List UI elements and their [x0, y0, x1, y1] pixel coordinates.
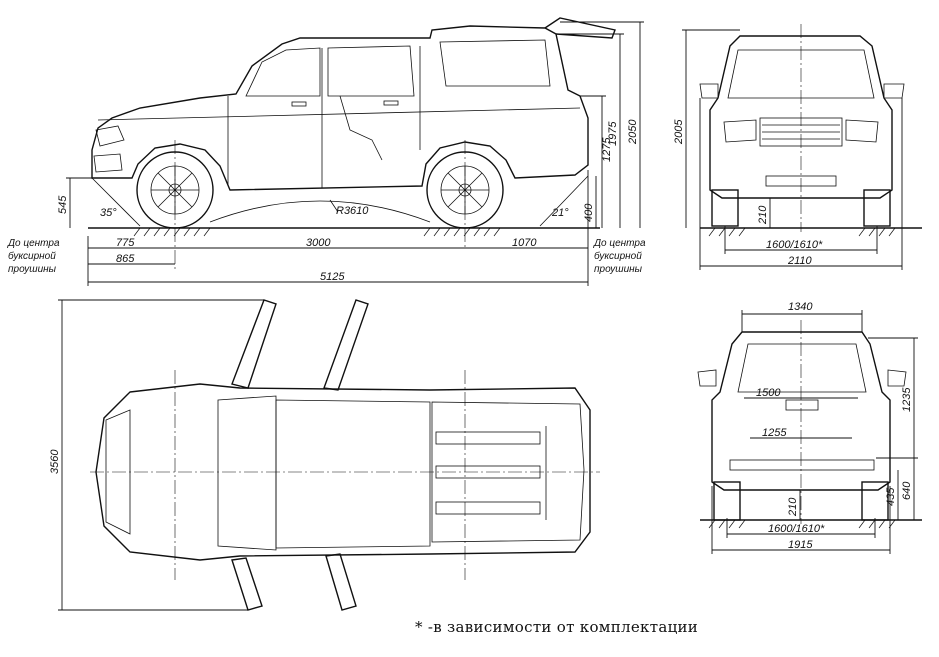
- dim-front-clearance: 210: [757, 205, 769, 225]
- front-door-window: [245, 47, 321, 97]
- radius-leader: [329, 199, 339, 213]
- side-headlight: [95, 125, 125, 147]
- dim-cargo-height: 1235: [901, 387, 913, 412]
- front-door-open-right: [231, 557, 263, 611]
- seat-sketch: [339, 95, 383, 161]
- breakover-arc: [209, 200, 431, 223]
- rear-body-outline: [711, 331, 891, 491]
- front-view: 2005 210 1600/1610* 2110: [673, 24, 922, 270]
- dim-rear-bumper-height: 400: [583, 203, 595, 222]
- configuration-footnote: * -в зависимости от комплектации: [415, 618, 699, 636]
- dim-rear-track: 1600/1610*: [768, 523, 825, 535]
- departure-line: [539, 175, 589, 227]
- rear-door-open-right: [325, 553, 357, 611]
- dim-cargo-width-lower: 1255: [762, 427, 787, 439]
- dim-turning-radius: R3610: [336, 205, 369, 217]
- dim-height-hardtop: 2050: [627, 119, 639, 145]
- dim-departure-angle: 21°: [551, 207, 569, 219]
- rear-left-tire: [713, 481, 741, 521]
- dim-hitch-height: 435: [885, 487, 897, 506]
- bed-rail-1: [435, 431, 541, 445]
- right-headlight: [845, 119, 879, 143]
- dim-front-width: 2110: [787, 255, 813, 267]
- windshield-top: [217, 395, 277, 551]
- dim-sill-height: 640: [901, 481, 913, 500]
- hardtop-window: [439, 39, 551, 87]
- dim-approach-angle: 35°: [100, 207, 117, 219]
- dim-rear-clearance: 210: [787, 497, 799, 517]
- tow-label-right-2: буксирной: [594, 250, 642, 262]
- rear-plate-area: [785, 399, 819, 411]
- dim-rear-width: 1915: [788, 539, 813, 551]
- dim-rear-top-width: 1340: [788, 301, 813, 313]
- rear-bumper: [729, 459, 875, 471]
- side-view: 775 3000 1070 865 5125 R3610 35° 21° До …: [7, 17, 646, 286]
- dim-overall-length: 5125: [320, 271, 345, 283]
- bed-rail-3: [435, 501, 541, 515]
- top-view: 3560: [49, 299, 600, 611]
- dim-front-bumper-height: 545: [57, 195, 69, 214]
- dim-front-overhang: 775: [116, 237, 135, 249]
- front-door-handle: [291, 101, 307, 107]
- left-headlight: [723, 119, 757, 143]
- front-left-tire: [711, 189, 739, 227]
- dim-cargo-width-upper: 1500: [756, 387, 781, 399]
- rear-door-window: [327, 45, 415, 97]
- left-mirror: [699, 83, 719, 99]
- tow-label-left-3: проушины: [8, 264, 57, 275]
- hood-front: [105, 409, 131, 535]
- approach-line: [91, 177, 141, 227]
- rear-door-handle: [383, 100, 399, 106]
- hardtop-liftgate: [544, 17, 616, 39]
- right-mirror: [883, 83, 905, 99]
- dim-front-track: 1600/1610*: [766, 239, 823, 251]
- rear-right-mirror: [887, 369, 907, 387]
- side-foglight: [93, 153, 123, 173]
- side-ground-hatch: [133, 227, 501, 237]
- front-ground-hatch: [708, 227, 896, 237]
- rear-door-open-left: [323, 299, 369, 391]
- front-right-tire: [863, 189, 891, 227]
- cabin-roof: [275, 399, 431, 549]
- dim-tow-offset: 865: [116, 253, 135, 265]
- dim-rear-overhang: 1070: [512, 237, 537, 249]
- dim-height-roof: 1975: [607, 121, 619, 146]
- tow-label-right-1: До центра: [593, 238, 646, 249]
- belt-line: [97, 107, 581, 121]
- rear-view: 1340 1500 1255 1235 640 435 210 1600/161…: [697, 301, 922, 554]
- front-door-open-left: [231, 299, 277, 389]
- cargo-bed: [431, 401, 585, 543]
- side-body-outline: [91, 25, 589, 191]
- tow-label-right-3: проушины: [594, 264, 643, 275]
- dim-wheelbase: 3000: [306, 237, 331, 249]
- windshield: [727, 49, 875, 99]
- dim-front-height: 2005: [673, 119, 685, 145]
- rear-window: [737, 343, 867, 393]
- tow-label-left-1: До центра: [7, 238, 60, 249]
- tow-label-left-2: буксирной: [8, 250, 56, 262]
- rear-left-mirror: [697, 369, 717, 387]
- dim-loading-height: 1275: [601, 137, 613, 162]
- dim-width-doors-open: 3560: [49, 449, 61, 474]
